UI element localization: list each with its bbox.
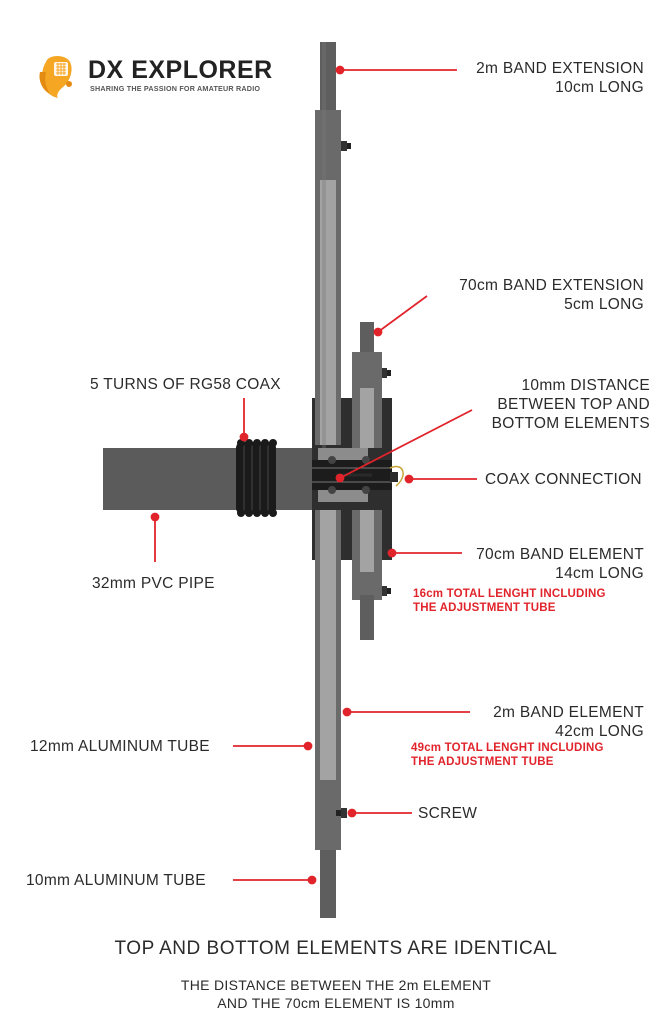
screw-bottom-2m (336, 808, 347, 818)
screw-top-70 (382, 368, 391, 378)
tube-10mm-top (320, 42, 336, 118)
footer-title: TOP AND BOTTOM ELEMENTS ARE IDENTICAL (114, 938, 558, 959)
screw-top-2m (341, 141, 351, 151)
brand-name: DX EXPLORER (88, 56, 273, 84)
brand-logo: DX EXPLORER SHARING THE PASSION FOR AMAT… (36, 52, 296, 102)
label-coax-turns: 5 TURNS OF RG58 COAX (90, 376, 281, 393)
coax-connector (389, 465, 404, 487)
brand-tagline: SHARING THE PASSION FOR AMATEUR RADIO (90, 84, 261, 93)
label-pvc-pipe: 32mm PVC PIPE (92, 575, 215, 592)
label-screw: SCREW (418, 805, 478, 822)
tube-70-ext-bottom (360, 595, 374, 640)
label-12mm-tube: 12mm ALUMINUM TUBE (30, 738, 210, 755)
screw-bottom-70 (382, 586, 391, 596)
headset-flag-icon (39, 56, 72, 98)
pvc-pipe (103, 448, 315, 510)
tube-10mm-bottom (320, 842, 336, 918)
leader-lines (150, 65, 477, 885)
label-coax-connection: COAX CONNECTION (485, 471, 642, 488)
label-10mm-tube: 10mm ALUMINUM TUBE (26, 872, 206, 889)
coax-coil (236, 439, 277, 517)
